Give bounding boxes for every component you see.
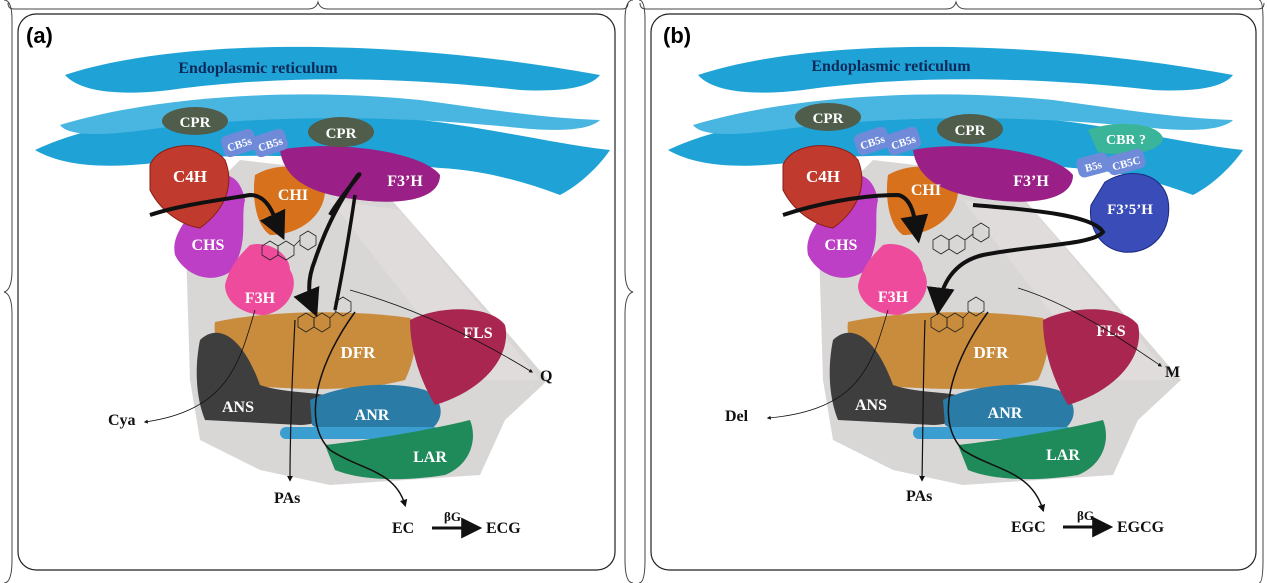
chs-label: CHS <box>825 237 858 254</box>
fls-label: FLS <box>463 325 492 342</box>
c4h-enzyme <box>149 145 230 229</box>
cb5-enzyme <box>853 126 891 156</box>
cb5-enzyme <box>1076 152 1110 178</box>
pathway-arrow <box>349 289 534 373</box>
bracket-right <box>1258 0 1264 583</box>
chs-enzyme <box>807 175 878 278</box>
anr-enzyme <box>310 384 441 436</box>
pathway-arrow <box>314 311 408 508</box>
cb5-enzyme <box>884 126 922 156</box>
f35h-label: F3’5’H <box>1107 202 1153 218</box>
b5s-label: B5s <box>1084 159 1104 175</box>
bracket-mid-2 <box>638 0 646 583</box>
cpr-enzyme <box>937 114 1003 144</box>
chi-label: CHI <box>278 187 308 204</box>
c4h-label: C4H <box>173 167 207 186</box>
bracket-left <box>3 0 13 583</box>
f3ph-label: F3’H <box>1013 173 1049 190</box>
pathway-arrow <box>1017 287 1162 367</box>
product-label: PAs <box>274 490 300 507</box>
f3h-label: F3H <box>878 289 909 306</box>
cbr-enzyme <box>1088 123 1163 155</box>
f3h-label: F3H <box>245 290 276 307</box>
pathway-arrow <box>926 203 1106 316</box>
f3ph-enzyme <box>913 146 1073 202</box>
panel-frame-a <box>17 13 616 571</box>
lar-enzyme <box>958 420 1106 480</box>
cb5-enzyme <box>251 128 289 158</box>
f3h-enzyme <box>225 244 294 315</box>
fls-enzyme <box>410 309 507 405</box>
product-label: ECG <box>486 520 521 537</box>
dfr-label: DFR <box>341 343 377 362</box>
ans-label: ANS <box>222 399 254 416</box>
pathway-arrow <box>333 194 357 311</box>
chi-label: CHI <box>911 182 941 199</box>
fls-label: FLS <box>1096 323 1125 340</box>
anr-label: ANR <box>355 407 390 424</box>
cpr-enzyme <box>795 103 861 131</box>
pathway-arrow <box>782 192 929 244</box>
ans-enzyme <box>196 332 340 425</box>
f3h-enzyme <box>858 244 927 315</box>
product-label: Q <box>540 368 552 385</box>
er-label: Endoplasmic reticulum <box>811 58 971 75</box>
beta-g-label: βG <box>1077 508 1094 523</box>
panel-a: (a) Endoplasmic reticulum CPR CPR CB5s <box>26 23 610 539</box>
chs-label: CHS <box>192 237 225 254</box>
beta-g-label: βG <box>444 509 461 524</box>
product-label: M <box>1165 364 1180 381</box>
pathway-arrow <box>287 319 296 482</box>
pathway-arrow <box>149 192 286 241</box>
ans-label: ANS <box>855 397 887 414</box>
cpr-label: CPR <box>180 115 211 131</box>
panel-frame-b <box>650 13 1257 571</box>
pathway-arrow <box>947 311 1046 513</box>
dfr-label: DFR <box>974 343 1010 362</box>
anr-enzyme <box>943 384 1074 436</box>
chs-enzyme <box>174 175 245 278</box>
ans-enzyme <box>829 332 973 425</box>
lar-label: LAR <box>413 449 447 466</box>
cpr-label: CPR <box>813 111 844 127</box>
dfr-enzyme <box>214 312 416 389</box>
pathway-arrow <box>293 172 362 318</box>
pathway-arrow <box>143 309 256 424</box>
dfr-enzyme <box>847 312 1049 389</box>
panel-label: (b) <box>663 23 691 48</box>
bracket-top-a <box>7 0 629 10</box>
cpr-label: CPR <box>955 123 986 139</box>
product-label: EGCG <box>1117 519 1165 536</box>
cb5-enzyme <box>1106 148 1146 176</box>
f35h-enzyme <box>1089 173 1170 253</box>
er-label: Endoplasmic reticulum <box>178 60 338 77</box>
naringenin-structure <box>261 230 317 261</box>
panel-label: (a) <box>26 23 53 48</box>
product-label: PAs <box>906 488 932 505</box>
pathway-arrow <box>919 319 926 482</box>
f3ph-label: F3’H <box>387 173 423 190</box>
cpr-label: CPR <box>326 126 357 142</box>
c4h-label: C4H <box>806 167 840 186</box>
panel-b: (b) Endoplasmic reticulum <box>663 23 1243 538</box>
cpr-enzyme <box>308 117 374 147</box>
cpr-enzyme <box>162 107 228 135</box>
lar-enzyme <box>325 420 473 480</box>
fls-enzyme <box>1043 309 1140 405</box>
product-label: Cya <box>108 412 136 429</box>
product-label: Del <box>725 408 749 425</box>
pathway-arrow <box>766 309 889 420</box>
cb5-enzyme <box>220 128 258 158</box>
product-label: EC <box>392 520 414 537</box>
naringenin-structure <box>932 222 990 255</box>
cbr-label: CBR ? <box>1106 133 1146 148</box>
bracket-mid <box>624 0 634 583</box>
anr-label: ANR <box>988 405 1023 422</box>
bracket-top-b <box>639 0 1265 10</box>
product-label: EGC <box>1011 519 1046 536</box>
lar-label: LAR <box>1046 447 1080 464</box>
